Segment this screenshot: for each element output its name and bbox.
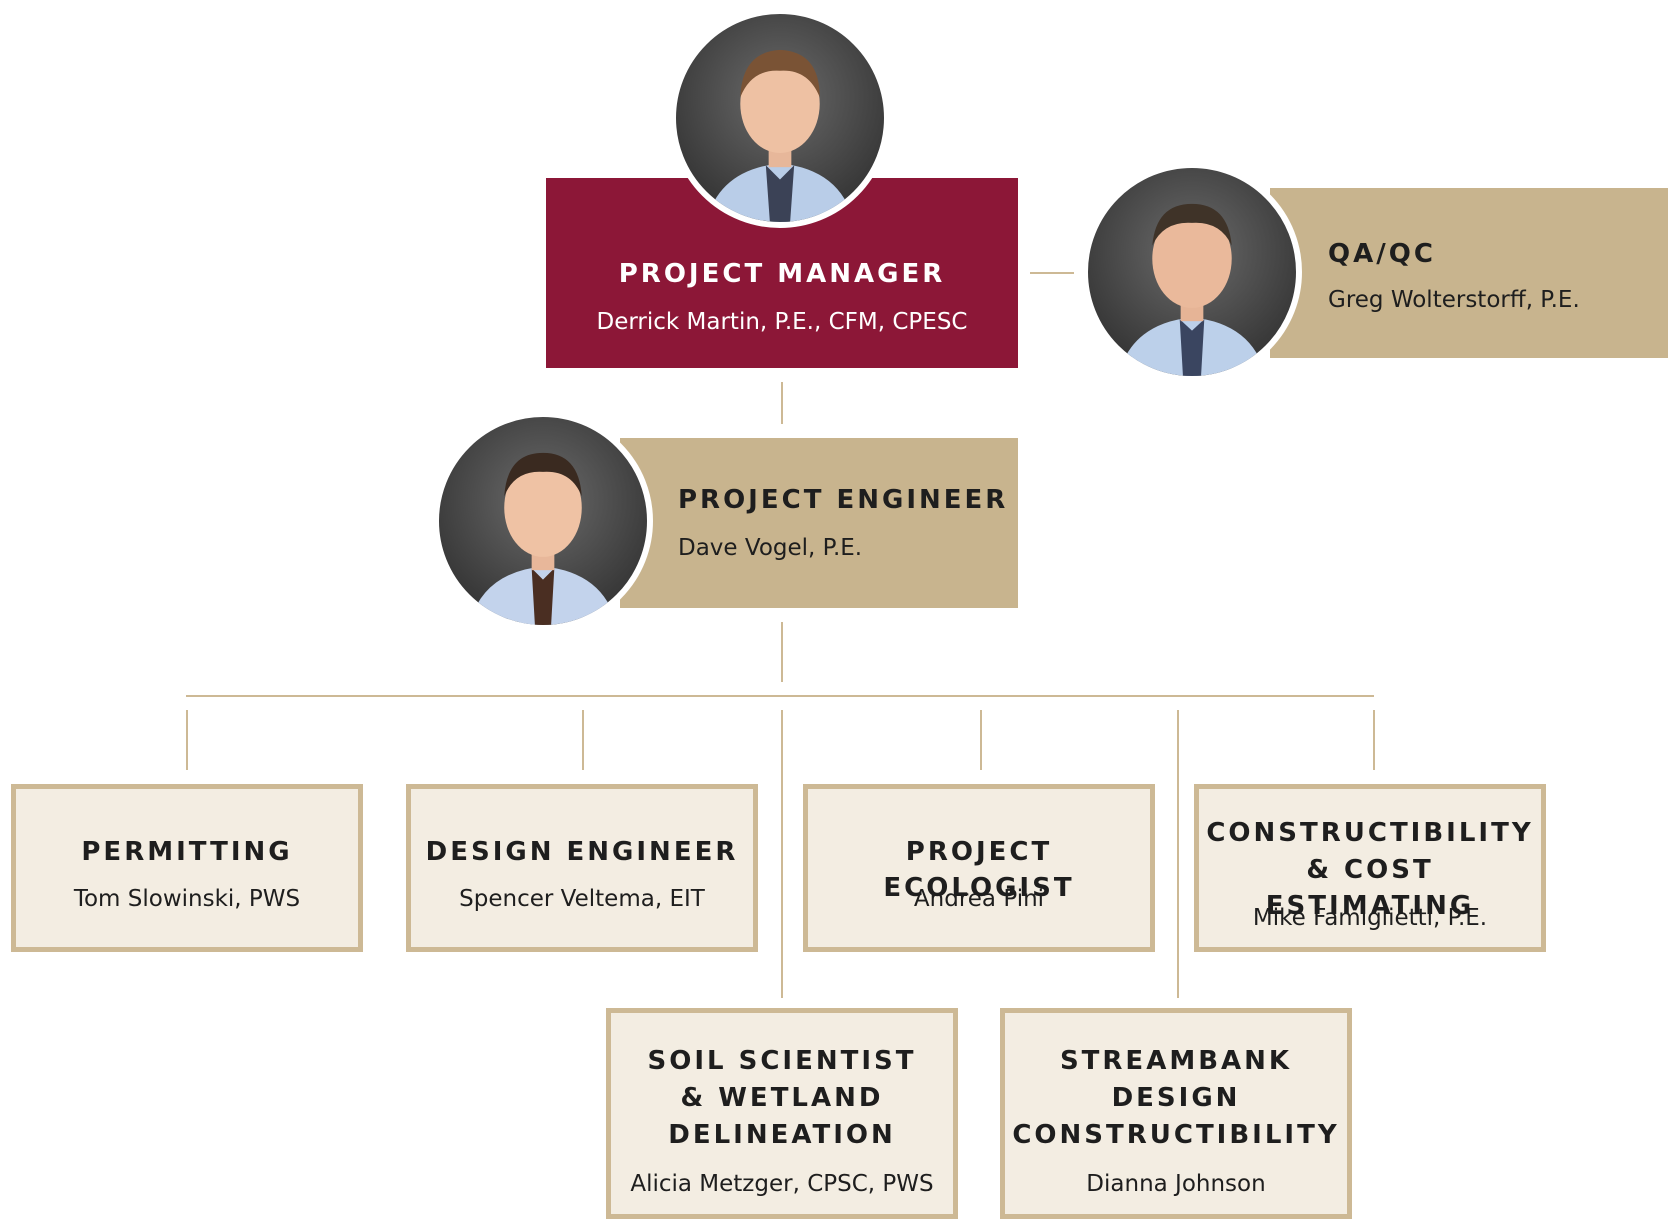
team-member-name: Andrea Pini (913, 886, 1045, 912)
project-manager-photo (670, 8, 890, 228)
team-role-line: PROJECT ECOLOGIST (883, 837, 1075, 903)
team-role-line: & WETLAND (680, 1083, 884, 1113)
branch-design-engineer (582, 710, 584, 770)
team-member-name: Tom Slowinski, PWS (73, 886, 301, 912)
project-manager-role: PROJECT MANAGER (618, 259, 946, 289)
pe-trunk-connector (781, 622, 783, 682)
team-role-line: PERMITTING (81, 837, 293, 867)
pm-qa-connector (1030, 272, 1074, 274)
person-portrait-icon (706, 49, 854, 222)
team-role-line: & COST ESTIMATING (1265, 855, 1475, 921)
project-manager-name: Derrick Martin, P.E., CFM, CPESC (596, 309, 968, 335)
team-branch-line (186, 695, 1374, 697)
branch-permitting (186, 710, 188, 770)
qa-qc-photo (1082, 162, 1302, 382)
team-design-engineer-card: DESIGN ENGINEER Spencer Veltema, EIT (406, 784, 758, 952)
person-portrait-icon (1118, 203, 1266, 376)
team-role-line: DELINEATION (668, 1120, 896, 1150)
project-engineer-card: PROJECT ENGINEER Dave Vogel, P.E. (620, 438, 1018, 608)
project-engineer-photo (433, 411, 653, 631)
team-streambank-card: STREAMBANK DESIGN CONSTRUCTIBILITY Diann… (1000, 1008, 1352, 1219)
team-soil-scientist-card: SOIL SCIENTIST & WETLAND DELINEATION Ali… (606, 1008, 958, 1219)
branch-project-ecologist (980, 710, 982, 770)
team-role-line: SOIL SCIENTIST (647, 1046, 917, 1076)
team-role-line: DESIGN (1111, 1083, 1241, 1113)
project-engineer-role: PROJECT ENGINEER (678, 485, 1009, 515)
branch-streambank (1177, 710, 1179, 998)
team-member-name: Dianna Johnson (1086, 1171, 1266, 1197)
branch-constructibility (1373, 710, 1375, 770)
qa-qc-name: Greg Wolterstorff, P.E. (1328, 287, 1580, 313)
team-project-ecologist-card: PROJECT ECOLOGIST Andrea Pini (803, 784, 1155, 952)
person-portrait-icon (469, 452, 617, 625)
team-permitting-card: PERMITTING Tom Slowinski, PWS (11, 784, 363, 952)
team-member-name: Spencer Veltema, EIT (459, 886, 705, 912)
qa-qc-role: QA/QC (1328, 239, 1436, 269)
project-engineer-name: Dave Vogel, P.E. (678, 535, 863, 561)
team-role-line: CONSTRUCTIBILITY (1012, 1120, 1340, 1150)
team-role-line: CONSTRUCTIBILITY (1206, 818, 1534, 848)
team-role-line: DESIGN ENGINEER (425, 837, 739, 867)
qa-qc-card: QA/QC Greg Wolterstorff, P.E. (1270, 188, 1668, 358)
team-role-line: STREAMBANK (1059, 1046, 1293, 1076)
branch-soil-scientist (781, 710, 783, 998)
team-member-name: Mike Famiglietti, P.E. (1252, 905, 1488, 931)
pm-pe-connector (781, 382, 783, 424)
team-constructibility-card: CONSTRUCTIBILITY & COST ESTIMATING Mike … (1194, 784, 1546, 952)
team-member-name: Alicia Metzger, CPSC, PWS (630, 1171, 934, 1197)
